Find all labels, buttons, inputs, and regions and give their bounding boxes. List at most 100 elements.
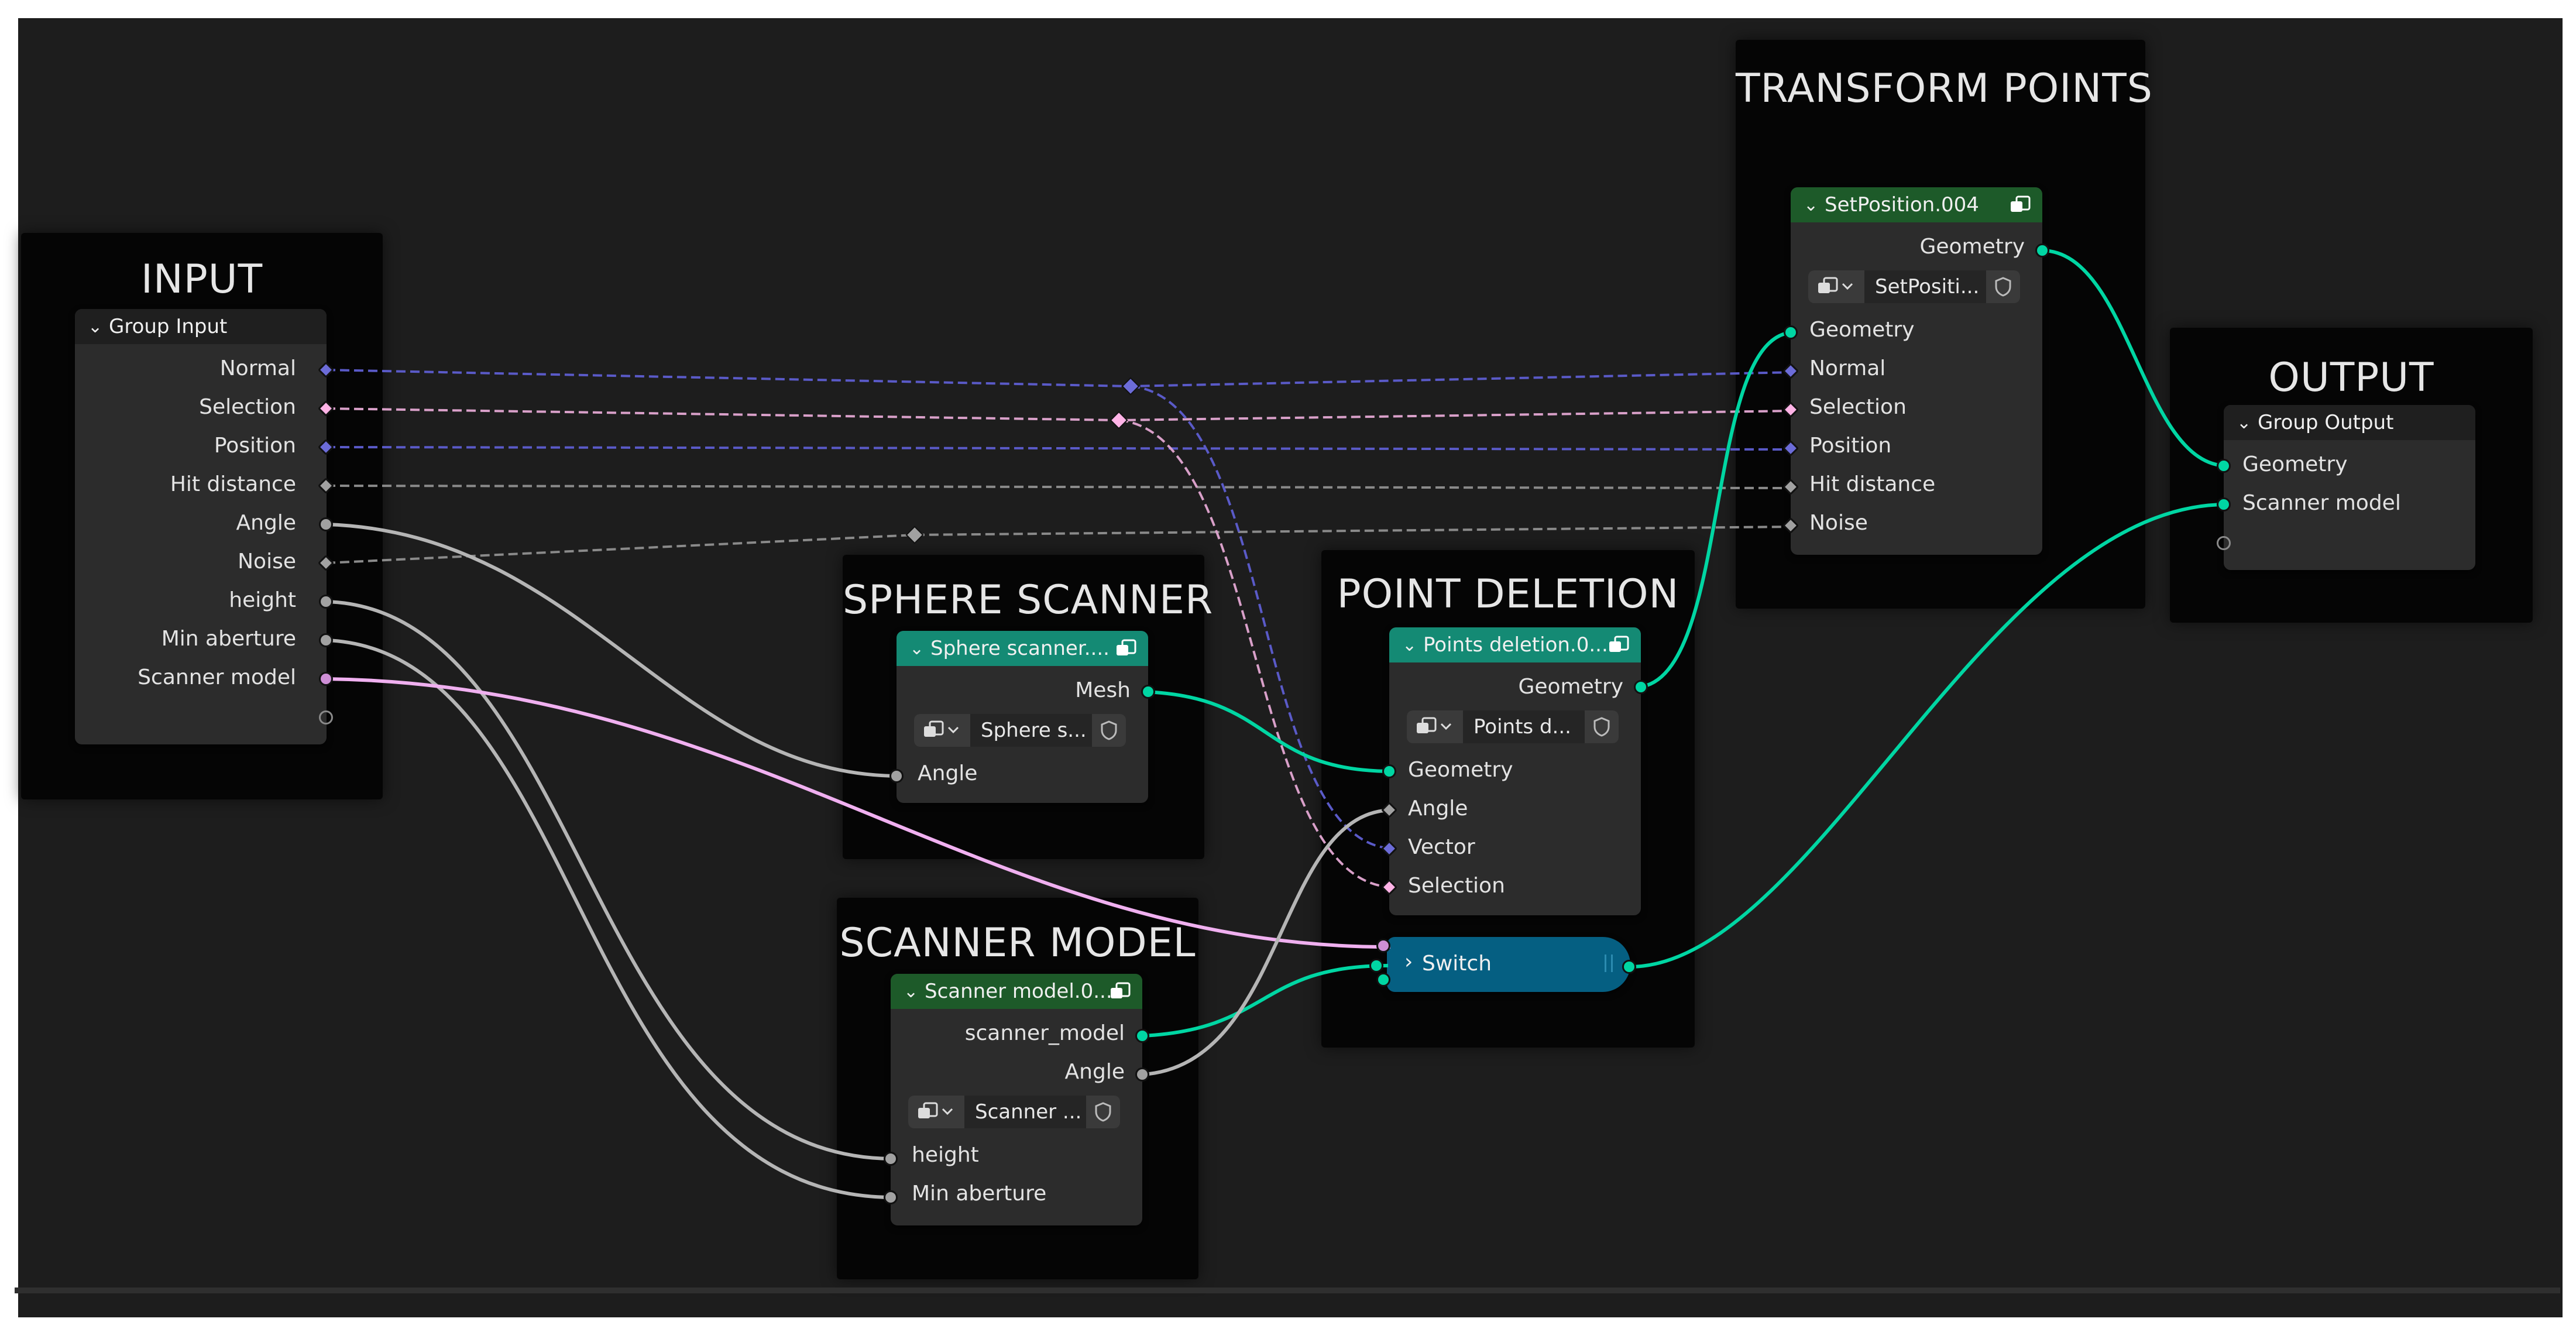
reroute-noise[interactable] (905, 526, 924, 544)
socket-output-scanner-model[interactable] (2217, 497, 2231, 511)
node-group-name[interactable]: Sphere s... (970, 714, 1092, 747)
link-output-geometry (2042, 249, 2228, 468)
drag-handle-icon[interactable] (1605, 955, 1613, 972)
node-group-browse-icon[interactable] (914, 714, 970, 747)
fake-user-shield-icon[interactable] (1585, 710, 1619, 743)
node-group-selector[interactable]: Sphere s... (914, 714, 1126, 747)
node-group-selector[interactable]: Points d... (1407, 710, 1619, 743)
socket-label: Normal (219, 356, 296, 380)
socket-label: Vector (1408, 835, 1475, 859)
socket-switch-false[interactable] (1369, 959, 1383, 973)
socket-mesh[interactable] (1141, 685, 1155, 699)
socket-label: Selection (199, 395, 296, 419)
socket-label: Selection (1809, 395, 1907, 419)
socket-switch-true[interactable] (1376, 973, 1390, 987)
group-output-title: Group Output (2258, 411, 2394, 434)
socket-label: Hit distance (1809, 472, 1936, 496)
scanner-model-header[interactable]: ⌄ Scanner model.0... (891, 974, 1142, 1009)
chevron-down-icon[interactable]: ⌄ (909, 638, 925, 659)
socket-label: Min aberture (161, 627, 296, 651)
group-input-node[interactable]: ⌄ Group Input Normal Selection Position … (75, 309, 327, 744)
sphere-scanner-title: Sphere scanner.... (930, 637, 1110, 660)
node-group-name[interactable]: Scanner ... (964, 1096, 1086, 1128)
fake-user-shield-icon[interactable] (1986, 270, 2020, 303)
set-position-node[interactable]: ⌄ SetPosition.004 Geometry SetPositi... … (1791, 187, 2042, 555)
socket-output-empty[interactable] (2217, 536, 2231, 550)
frame-title-sphere-scanner: SPHERE SCANNER (843, 577, 1214, 623)
socket-empty[interactable] (319, 710, 333, 725)
link-deleted-geometry (1638, 331, 1795, 689)
node-group-icon (1609, 636, 1629, 652)
link-normal-to-vector (1130, 385, 1393, 850)
reroute-selection[interactable] (1110, 411, 1128, 430)
socket-label: Position (1809, 434, 1892, 458)
points-deletion-node[interactable]: ⌄ Points deletion.0... Geometry Points d… (1389, 627, 1641, 915)
socket-setpos-geometry-in[interactable] (1784, 325, 1798, 339)
socket-angle-in[interactable] (889, 769, 904, 783)
socket-label: Angle (1064, 1060, 1125, 1084)
socket-label: Selection (1408, 874, 1505, 898)
link-scanner-model (1142, 964, 1389, 1038)
link-model-angle (1142, 808, 1393, 1076)
socket-switch-bool[interactable] (1376, 939, 1390, 953)
socket-output-geometry[interactable] (2217, 459, 2231, 473)
scanner-model-title: Scanner model.0... (925, 980, 1112, 1003)
socket-scanner-model-out[interactable] (1135, 1029, 1149, 1043)
group-output-header[interactable]: ⌄ Group Output (2224, 405, 2475, 440)
node-group-name[interactable]: Points d... (1463, 710, 1585, 743)
node-group-browse-icon[interactable] (1808, 270, 1864, 303)
group-input-header[interactable]: ⌄ Group Input (75, 309, 327, 344)
socket-label: Min aberture (912, 1182, 1047, 1206)
socket-angle[interactable] (319, 517, 333, 531)
sphere-scanner-header[interactable]: ⌄ Sphere scanner.... (897, 631, 1148, 666)
socket-angle-out[interactable] (1135, 1067, 1149, 1082)
sphere-scanner-node[interactable]: ⌄ Sphere scanner.... Mesh Sphere s... An… (897, 631, 1148, 803)
socket-min-aberture[interactable] (319, 633, 333, 647)
socket-label: Geometry (2242, 452, 2348, 476)
chevron-down-icon[interactable]: ⌄ (1804, 194, 1819, 215)
link-selection (325, 407, 1795, 422)
link-selection-to-deletion (1118, 419, 1393, 888)
node-group-browse-icon[interactable] (908, 1096, 964, 1128)
socket-min-aberture-in[interactable] (884, 1190, 898, 1204)
socket-label: Mesh (1075, 678, 1131, 702)
reroute-normal[interactable] (1121, 377, 1140, 396)
group-output-node[interactable]: ⌄ Group Output Geometry Scanner model (2224, 405, 2475, 570)
frame-title-output: OUTPUT (2268, 355, 2434, 401)
socket-height[interactable] (319, 595, 333, 609)
link-height (325, 600, 894, 1161)
editor-bottom-scrollbar[interactable] (15, 1288, 2560, 1293)
socket-setpos-geometry-out[interactable] (2035, 243, 2049, 258)
node-group-name[interactable]: SetPositi... (1864, 270, 1986, 303)
switch-node-label: Switch (1422, 952, 1492, 976)
set-position-title: SetPosition.004 (1825, 193, 1979, 217)
chevron-down-icon[interactable]: ⌄ (1402, 634, 1417, 655)
socket-geometry-out[interactable] (1634, 680, 1648, 694)
socket-geometry-in[interactable] (1382, 764, 1396, 778)
node-group-browse-icon[interactable] (1407, 710, 1463, 743)
points-deletion-title: Points deletion.0... (1423, 633, 1608, 657)
link-noise (325, 526, 1795, 564)
fake-user-shield-icon[interactable] (1086, 1096, 1120, 1128)
scanner-model-node[interactable]: ⌄ Scanner model.0... scanner_model Angle… (891, 974, 1142, 1225)
link-output-scanner (1630, 502, 2228, 969)
chevron-down-icon[interactable]: ⌄ (904, 981, 919, 1002)
socket-switch-out[interactable] (1622, 960, 1636, 974)
node-group-selector[interactable]: Scanner ... (908, 1096, 1120, 1128)
socket-label: Geometry (1518, 675, 1623, 699)
switch-node[interactable]: › Switch (1387, 937, 1630, 992)
socket-label: Angle (1408, 796, 1468, 820)
socket-label: Angle (236, 511, 296, 535)
points-deletion-header[interactable]: ⌄ Points deletion.0... (1389, 627, 1641, 662)
chevron-right-icon[interactable]: › (1404, 950, 1413, 974)
set-position-header[interactable]: ⌄ SetPosition.004 (1791, 187, 2042, 222)
socket-scanner-model[interactable] (319, 672, 333, 686)
node-group-selector[interactable]: SetPositi... (1808, 270, 2020, 303)
frame-title-scanner-model: SCANNER MODEL (839, 920, 1196, 966)
chevron-down-icon[interactable]: ⌄ (88, 316, 103, 337)
fake-user-shield-icon[interactable] (1092, 714, 1126, 747)
chevron-down-icon[interactable]: ⌄ (2237, 412, 2252, 433)
node-group-icon (1111, 982, 1131, 998)
socket-height-in[interactable] (884, 1152, 898, 1166)
